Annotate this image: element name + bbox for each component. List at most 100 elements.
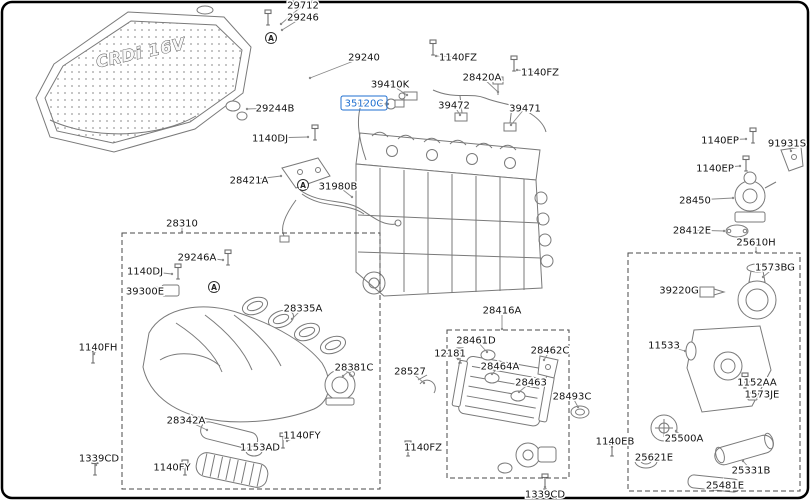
part-label-28461d[interactable]: 28461D <box>455 334 498 348</box>
part-label-29240[interactable]: 29240 <box>347 51 382 65</box>
leader-dot <box>350 195 354 199</box>
part-label-25331b[interactable]: 25331B <box>730 464 772 478</box>
leader-dot <box>683 349 687 353</box>
leader-dot <box>731 196 735 200</box>
part-label-31980b[interactable]: 31980B <box>317 180 359 194</box>
leader-line <box>93 346 99 355</box>
part-label-28462c[interactable]: 28462C <box>529 344 571 358</box>
leader-line <box>449 352 459 360</box>
leader-dot <box>181 466 185 470</box>
part-label-28416a[interactable]: 28416A <box>481 304 523 318</box>
leader-dot <box>754 250 758 254</box>
part-label-28335a[interactable]: 28335A <box>282 302 324 316</box>
leader-dot <box>496 90 500 94</box>
part-label-28493c[interactable]: 28493C <box>551 390 593 404</box>
part-label-1140dj[interactable]: 1140DJ <box>125 265 164 279</box>
part-label-29246[interactable]: 29246 <box>286 11 321 25</box>
part-label-25610h[interactable]: 25610H <box>735 236 777 250</box>
leader-dot <box>751 393 755 397</box>
part-label-35120c[interactable]: 35120C <box>343 97 385 111</box>
gasket-28493c <box>570 405 590 419</box>
leader-dot <box>747 380 751 384</box>
leader-line <box>144 270 173 275</box>
group-boxes-layer <box>121 232 801 492</box>
leader-dot <box>610 445 614 449</box>
part-label-28342a[interactable]: 28342A <box>165 414 207 428</box>
intake-manifold-art <box>142 284 356 488</box>
leader-line <box>694 197 734 201</box>
part-label-1140ep[interactable]: 1140EP <box>695 162 736 176</box>
part-label-1339cd[interactable]: 1339CD <box>77 452 120 466</box>
part-label-1140fh[interactable]: 1140FH <box>77 341 119 355</box>
part-label-39410k[interactable]: 39410K <box>369 78 411 92</box>
part-label-1153ad[interactable]: 1153AD <box>239 441 282 455</box>
leader-line <box>435 55 459 58</box>
group-box <box>627 252 801 492</box>
part-label-12181[interactable]: 12181 <box>433 347 468 361</box>
part-label-1140fy[interactable]: 1140FY <box>282 429 323 443</box>
part-label-28412e[interactable]: 28412E <box>671 224 712 238</box>
leader-dot <box>306 135 310 139</box>
part-label-1140fz[interactable]: 1140FZ <box>437 51 478 65</box>
leader-line <box>762 266 776 278</box>
part-label-39300e[interactable]: 39300E <box>124 285 165 299</box>
leader-dot <box>285 439 289 443</box>
part-label-1140ep[interactable]: 1140EP <box>700 134 741 148</box>
part-label-29246a[interactable]: 29246A <box>176 251 218 265</box>
leader-line <box>363 102 389 105</box>
leader-dot <box>410 448 414 452</box>
part-label-1573je[interactable]: 1573JE <box>743 388 781 402</box>
part-label-1140eb[interactable]: 1140EB <box>594 435 636 449</box>
connector-39471 <box>503 122 517 132</box>
part-label-28450[interactable]: 28450 <box>678 194 713 208</box>
part-label-25481e[interactable]: 25481E <box>704 479 745 493</box>
bolt-icon <box>224 249 232 266</box>
part-label-25500a[interactable]: 25500A <box>663 432 705 446</box>
part-label-28381c[interactable]: 28381C <box>333 361 375 375</box>
part-label-1339cd[interactable]: 1339CD <box>523 488 566 500</box>
part-label-28420a[interactable]: 28420A <box>461 71 503 85</box>
part-label-39472[interactable]: 39472 <box>437 99 472 113</box>
part-label-29712[interactable]: 29712 <box>286 0 321 13</box>
leader-dot <box>280 28 284 32</box>
leader-dot <box>744 137 748 141</box>
part-label-1140fz[interactable]: 1140FZ <box>402 441 443 455</box>
leader-dot <box>741 459 745 463</box>
part-label-1140dj[interactable]: 1140DJ <box>250 132 289 146</box>
part-label-39220g[interactable]: 39220G <box>658 284 701 298</box>
leader-line <box>742 460 752 471</box>
leader-line <box>691 229 725 232</box>
engine-harness-art <box>385 76 547 133</box>
part-label-1152aa[interactable]: 1152AA <box>736 376 779 390</box>
part-label-1140fy[interactable]: 1140FY <box>152 461 193 475</box>
leader-line <box>171 466 184 469</box>
leader-line <box>281 16 304 31</box>
sensor-39410k <box>403 91 418 101</box>
leader-dot <box>697 290 701 294</box>
leader-line <box>411 446 424 451</box>
bolt-icon <box>429 39 437 56</box>
leader-dot <box>245 107 249 111</box>
part-label-28527[interactable]: 28527 <box>393 365 428 379</box>
part-label-25621e[interactable]: 25621E <box>633 451 674 465</box>
part-label-29244b[interactable]: 29244B <box>254 102 296 116</box>
part-label-11533[interactable]: 11533 <box>647 339 682 353</box>
bracket-28462c <box>537 355 559 379</box>
leader-line <box>543 349 551 361</box>
leader-line <box>389 83 408 96</box>
part-label-28421a[interactable]: 28421A <box>228 174 270 188</box>
part-label-28463[interactable]: 28463 <box>514 376 549 390</box>
leader-dot <box>711 483 715 487</box>
part-label-28464a[interactable]: 28464A <box>479 360 521 374</box>
part-label-28310[interactable]: 28310 <box>165 217 200 231</box>
part-label-91931s[interactable]: 91931S <box>766 137 807 151</box>
part-label-1573bg[interactable]: 1573BG <box>754 261 797 275</box>
leader-line <box>571 395 579 408</box>
highlight-box <box>340 95 388 111</box>
part-label-39471[interactable]: 39471 <box>508 102 543 116</box>
part-label-1140fz[interactable]: 1140FZ <box>519 66 560 80</box>
leader-dot <box>761 275 765 279</box>
